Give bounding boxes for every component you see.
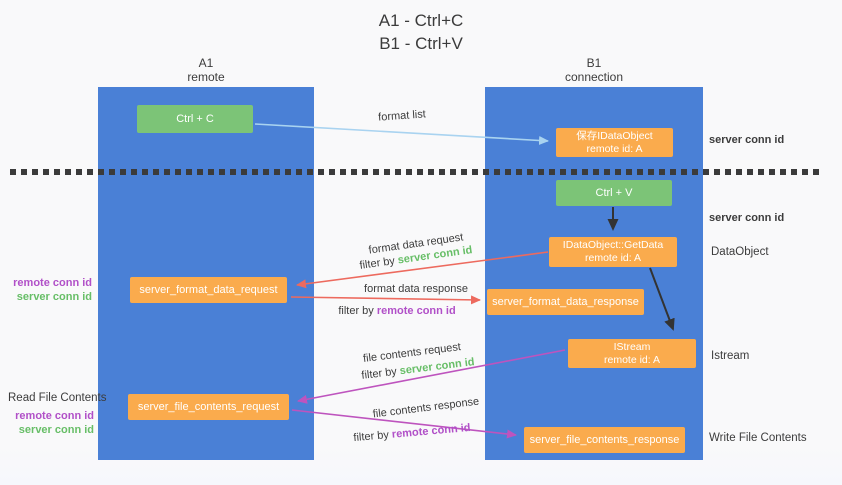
node-istream-remote-id: remote id: A (603, 353, 661, 366)
server-conn-id-label: server conn id (18, 424, 94, 436)
node-istream-title: IStream (613, 340, 651, 353)
node-save-idataobject-title: 保存IDataObject (576, 129, 653, 142)
node-server-file-contents-request: server_file_contents_request (128, 394, 289, 420)
node-server-file-contents-response: server_file_contents_response (524, 427, 685, 453)
label-filter-by-remote-conn-id-2: filter by remote conn id (353, 422, 471, 444)
node-ctrl-v: Ctrl + V (556, 180, 672, 206)
label-dataobject: DataObject (711, 246, 769, 258)
label-format-data-response: format data response (364, 283, 468, 295)
remote-conn-id-text: remote conn id (391, 421, 471, 441)
lane-header-a1: A1 remote (98, 56, 314, 84)
lane-header-b1: B1 connection (485, 56, 703, 84)
node-save-idataobject-remote-id: remote id: A (586, 142, 643, 155)
remote-conn-id-label: remote conn id (13, 277, 92, 289)
label-istream: Istream (711, 350, 750, 362)
label-file-contents-response: file contents response (372, 395, 480, 421)
node-istream: IStream remote id: A (568, 339, 696, 368)
filter-by-text: filter by (338, 305, 377, 317)
label-format-list: format list (377, 108, 427, 124)
node-ctrl-c: Ctrl + C (137, 105, 253, 133)
filter-by-text: filter by (353, 428, 393, 445)
arrow-format-data-response (290, 295, 481, 305)
label-read-file-contents: Read File Contents (8, 392, 107, 404)
node-idataobject-getdata: IDataObject::GetData remote id: A (549, 237, 677, 267)
node-getdata-title: IDataObject::GetData (562, 239, 664, 251)
remote-conn-id-label: remote conn id (15, 410, 94, 422)
left-bottom-conn-ids: remote conn id server conn id (0, 409, 94, 437)
server-conn-id-label-top: server conn id (709, 134, 785, 146)
lane-b1-role: connection (564, 70, 624, 84)
server-conn-id-label: server conn id (16, 291, 92, 303)
server-conn-id-text: server conn id (399, 356, 476, 378)
node-server-format-data-response: server_format_data_response (487, 289, 644, 315)
label-write-file-contents: Write File Contents (709, 432, 807, 444)
title-line-a1: A1 - Ctrl+C (378, 11, 464, 30)
node-server-format-data-request: server_format_data_request (130, 277, 287, 303)
dotted-divider-line (10, 169, 823, 175)
label-filter-by-remote-conn-id-1: filter by remote conn id (338, 305, 455, 317)
left-top-conn-ids: remote conn id server conn id (0, 276, 92, 304)
lane-a1-role: remote (187, 70, 225, 84)
node-getdata-remote-id: remote id: A (584, 252, 642, 264)
node-save-idataobject: 保存IDataObject remote id: A (556, 128, 673, 157)
server-conn-id-label-middle: server conn id (709, 212, 785, 224)
filter-by-text: filter by (358, 254, 399, 272)
title-line-b1: B1 - Ctrl+V (379, 34, 463, 53)
lane-a1-name: A1 (198, 56, 214, 70)
filter-by-text: filter by (360, 365, 401, 382)
remote-conn-id-text: remote conn id (376, 305, 456, 317)
lane-b1-name: B1 (586, 56, 602, 70)
diagram-title: A1 - Ctrl+C B1 - Ctrl+V (379, 9, 464, 55)
